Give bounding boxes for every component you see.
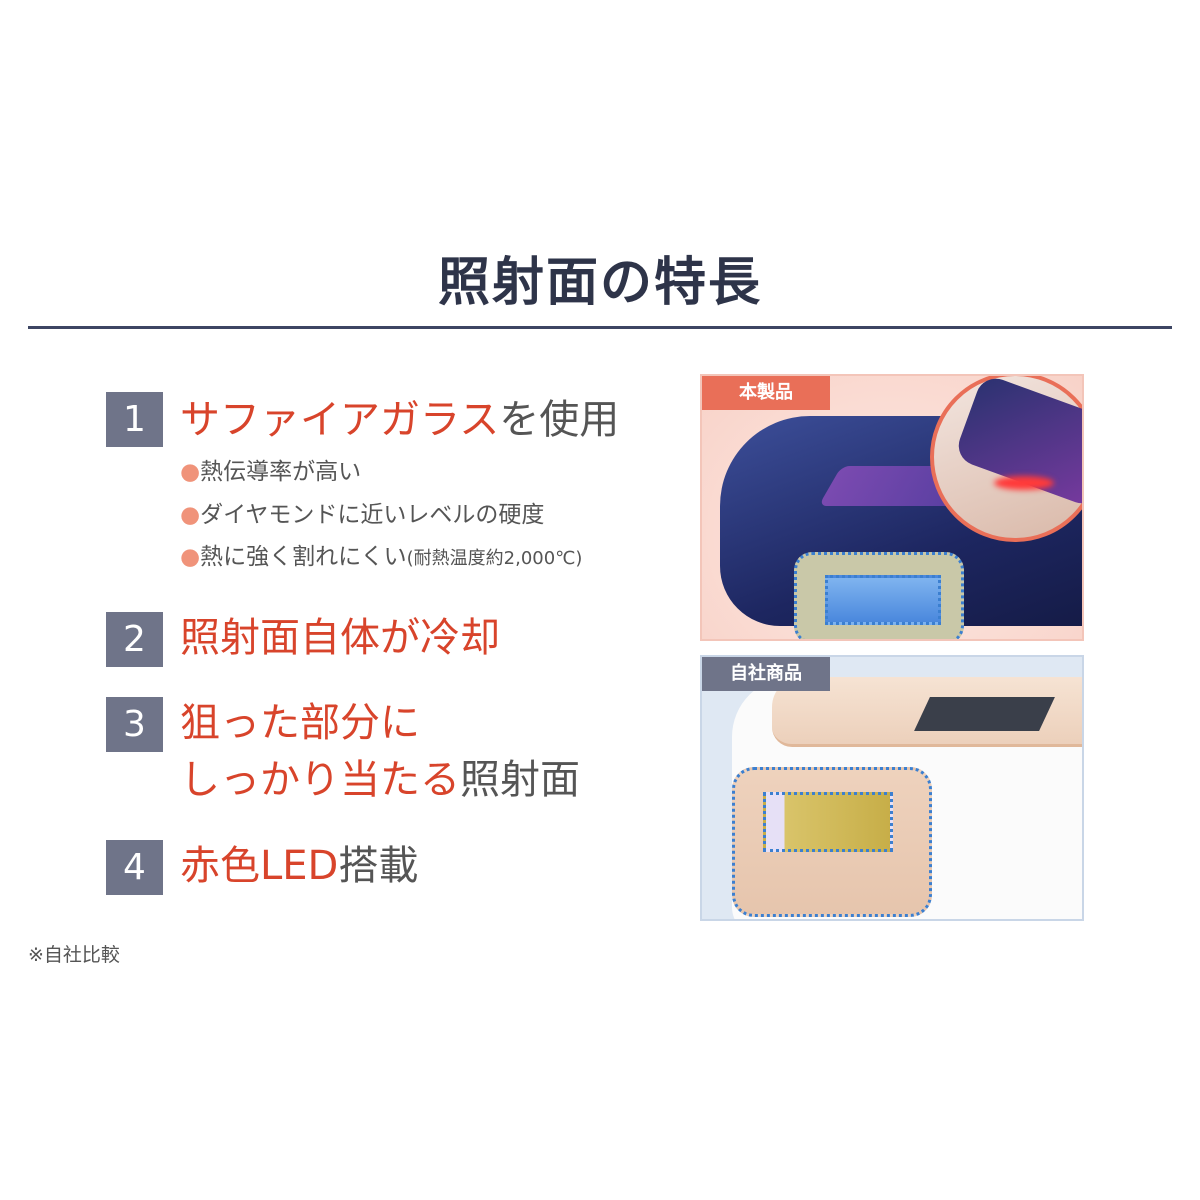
title-divider (28, 326, 1172, 329)
bullet-item: ●ダイヤモンドに近いレベルの硬度 (180, 500, 544, 530)
product-image-own: 自社商品 (700, 655, 1084, 921)
feature-heading-3-line2: しっかり当たる照射面 (180, 752, 580, 808)
bullet-text: 熱に強く割れにくい (200, 544, 407, 570)
irradiation-window (732, 767, 932, 917)
product-image-this: 本製品 (700, 374, 1084, 641)
bullet-icon: ● (180, 459, 201, 485)
feature-rest: 照射面 (460, 757, 580, 803)
bullet-text: ダイヤモンドに近いレベルの硬度 (200, 502, 545, 528)
feature-number-3: 3 (106, 697, 163, 752)
footnote: ※自社比較 (28, 944, 120, 966)
feature-number-1: 1 (106, 392, 163, 447)
page-title: 照射面の特長 (437, 253, 762, 313)
bullet-item: ●熱伝導率が高い (180, 457, 361, 487)
red-led-closeup (930, 376, 1082, 542)
feature-highlight: サファイアガラス (180, 397, 500, 443)
feature-heading-2: 照射面自体が冷却 (180, 610, 500, 666)
feature-rest: を使用 (499, 397, 620, 443)
bullet-text: 熱伝導率が高い (200, 459, 362, 485)
feature-heading-3: 狙った部分に (180, 695, 420, 751)
feature-number-4: 4 (106, 840, 163, 895)
bullet-icon: ● (180, 544, 201, 570)
feature-highlight: 狙った部分に (180, 700, 420, 746)
feature-heading-4: 赤色LED搭載 (180, 838, 418, 894)
bullet-item: ●熱に強く割れにくい(耐熱温度約2,000℃) (180, 542, 582, 574)
label-this-product: 本製品 (702, 376, 830, 410)
device-white-illustration (732, 677, 1082, 919)
bullet-note: (耐熱温度約2,000℃) (406, 548, 583, 569)
feature-rest: 搭載 (338, 843, 419, 889)
bullet-icon: ● (180, 502, 201, 528)
feature-highlight: しっかり当たる (180, 757, 460, 803)
feature-highlight: 赤色LED (180, 843, 339, 889)
feature-highlight: 照射面自体が冷却 (180, 615, 500, 661)
feature-heading-1: サファイアガラスを使用 (180, 392, 619, 448)
label-own-product: 自社商品 (702, 657, 830, 691)
feature-number-2: 2 (106, 612, 163, 667)
irradiation-window (794, 552, 964, 639)
